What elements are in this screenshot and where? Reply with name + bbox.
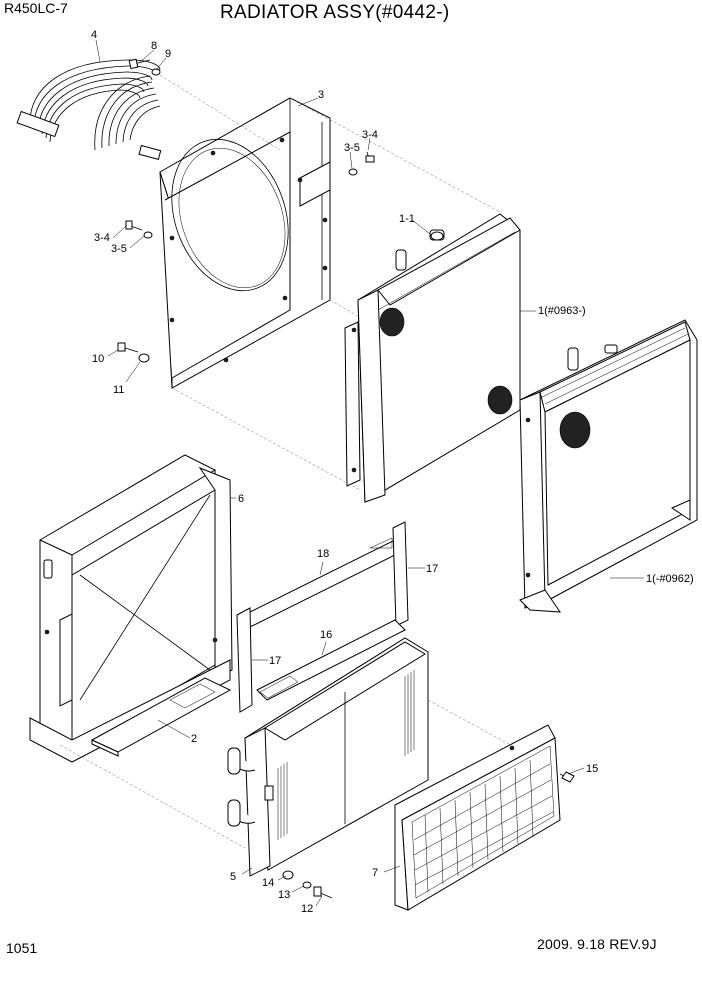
bolt-part-12 <box>313 886 333 899</box>
leader-lines <box>95 39 644 907</box>
callout-16: 16 <box>320 629 332 641</box>
page-number: 1051 <box>6 940 38 956</box>
fan-shroud-part-3 <box>159 97 331 389</box>
flex-hose-part-4 <box>16 59 162 161</box>
wing-bolt-part-15 <box>559 771 575 783</box>
callout-12: 12 <box>301 903 313 915</box>
washer-part-14 <box>282 870 294 880</box>
washer-part-3-5-right <box>348 168 358 176</box>
callout-3: 3 <box>318 89 324 101</box>
callout-2: 2 <box>191 733 197 745</box>
bolt-part-3-4-right <box>365 151 375 163</box>
frame-part-6 <box>29 454 233 763</box>
seal-part-16 <box>256 619 406 701</box>
oil-cooler-part-5 <box>227 637 429 877</box>
callout-17-left: 17 <box>269 655 281 667</box>
callout-6: 6 <box>238 493 244 505</box>
callout-9: 9 <box>165 48 171 60</box>
callout-4: 4 <box>91 29 97 41</box>
callout-10: 10 <box>92 353 104 365</box>
callout-11: 11 <box>113 384 124 396</box>
page-title: RADIATOR ASSY(#0442-) <box>220 2 450 23</box>
callout-13: 13 <box>278 889 290 901</box>
washer-part-3-5-left <box>143 231 153 239</box>
callout-17-right: 17 <box>426 563 438 575</box>
callout-labels: 4 8 9 3 3-4 3-5 3-4 3-5 1-1 1(#0963-) 10… <box>91 29 694 915</box>
callout-3-4-left: 3-4 <box>94 232 110 244</box>
callout-1-1: 1-1 <box>399 213 415 225</box>
callout-3-5-left: 3-5 <box>111 243 127 255</box>
washer-part-13 <box>302 881 312 889</box>
washer-part-9 <box>151 68 161 76</box>
seal-part-17-left <box>236 607 253 713</box>
callout-3-5-right: 3-5 <box>344 142 360 154</box>
radiator-part-1-old <box>519 319 698 613</box>
callout-3-4-right: 3-4 <box>362 129 378 141</box>
washer-part-11 <box>138 353 150 363</box>
screen-part-7 <box>394 724 561 911</box>
callout-18: 18 <box>317 548 329 560</box>
callout-7: 7 <box>372 867 378 879</box>
bolt-part-10 <box>117 342 139 353</box>
callout-8: 8 <box>151 40 157 52</box>
date-revision: 2009. 9.18 REV.9J <box>537 936 657 952</box>
callout-5: 5 <box>230 871 236 883</box>
bolt-part-8 <box>128 58 151 70</box>
radiator-part-1-new <box>344 213 521 503</box>
bolt-part-3-4-left <box>125 220 143 231</box>
seal-part-17-right <box>392 521 409 627</box>
callout-14: 14 <box>262 877 274 889</box>
bottom-plate-part-2 <box>90 677 232 757</box>
model-label: R450LC-7 <box>4 0 68 16</box>
callout-1-old: 1(-#0962) <box>646 573 694 585</box>
callout-1-new: 1(#0963-) <box>538 305 586 317</box>
callout-15: 15 <box>586 763 598 775</box>
